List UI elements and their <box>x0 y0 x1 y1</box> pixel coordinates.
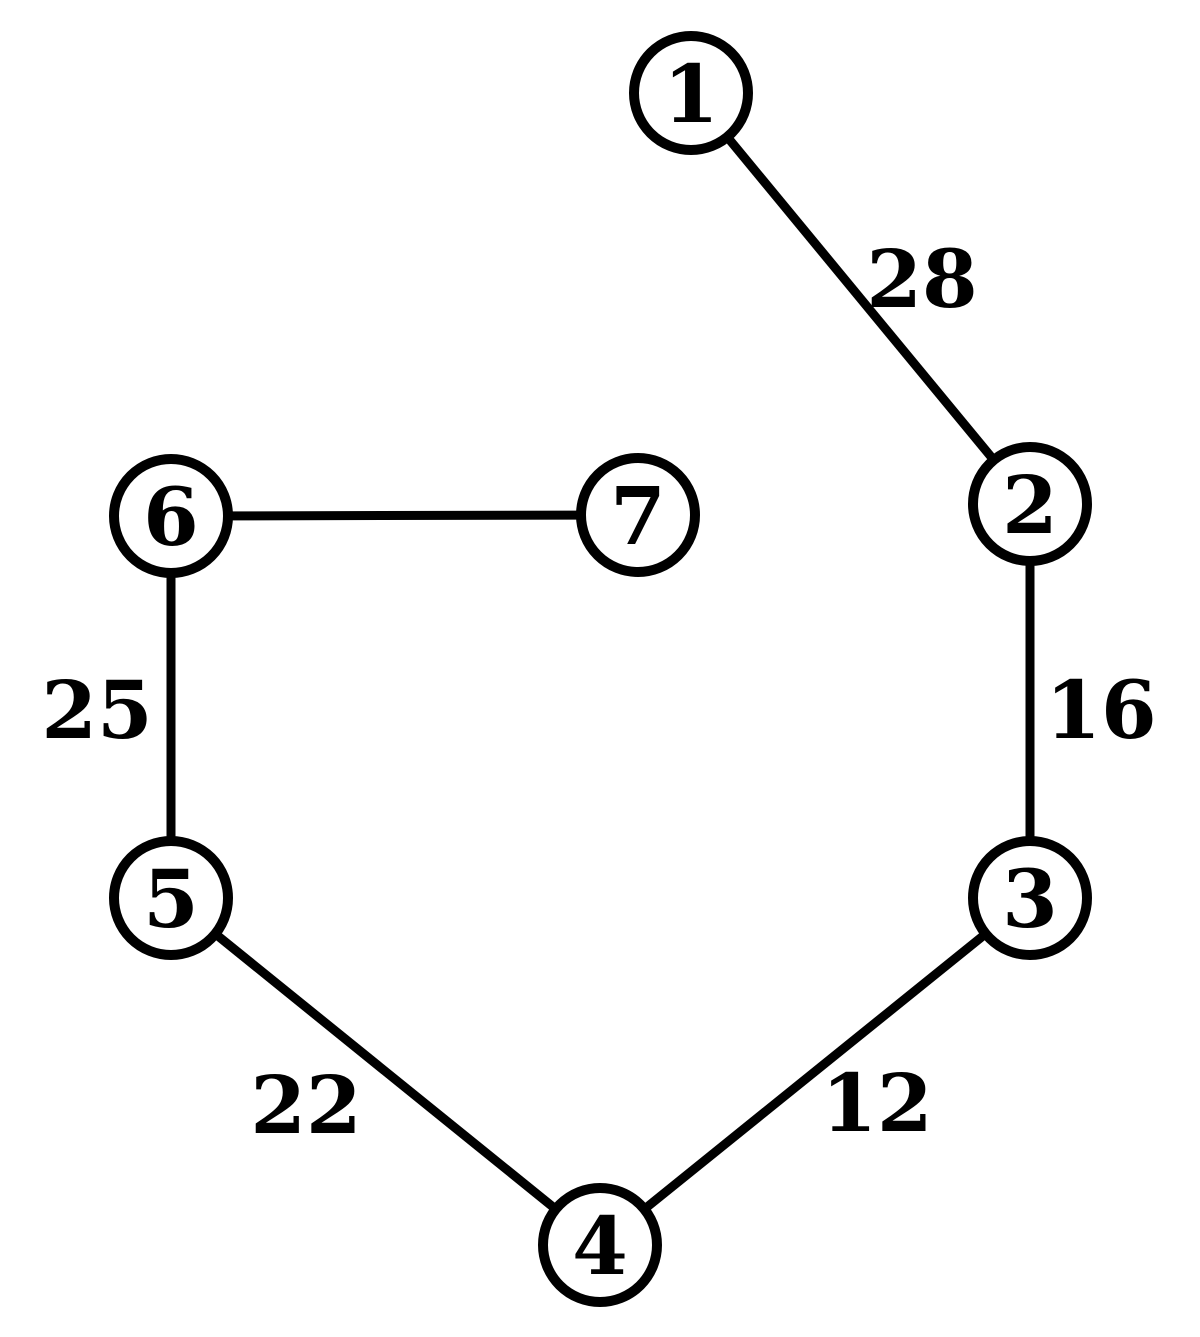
edge-4-5 <box>168 894 603 1249</box>
node-label-2: 2 <box>1002 458 1058 552</box>
edge-weight-label-2-3: 16 <box>1045 663 1156 757</box>
node-circle-6 <box>109 454 233 578</box>
node-circle-2 <box>968 442 1092 566</box>
edge-weight-label-4-5: 22 <box>250 1058 361 1152</box>
edge-weight-label-5-6: 25 <box>41 663 152 757</box>
edge-weight-label-3-4: 12 <box>821 1056 932 1150</box>
node-label-3: 3 <box>1002 852 1058 946</box>
node-circle-7 <box>576 453 700 577</box>
node-label-6: 6 <box>143 470 199 564</box>
node-label-7: 7 <box>610 469 666 563</box>
edge-3-4 <box>597 894 1033 1249</box>
node-circle-4 <box>538 1183 662 1307</box>
edge-6-7 <box>170 510 639 521</box>
node-label-4: 4 <box>572 1199 628 1293</box>
node-circle-1 <box>629 31 753 155</box>
node-label-5: 5 <box>143 852 199 946</box>
node-label-1: 1 <box>663 47 719 141</box>
edge-1-2 <box>687 90 1034 507</box>
node-circle-5 <box>109 836 233 960</box>
node-circle-3 <box>968 836 1092 960</box>
edge-weight-label-1-2: 28 <box>866 232 977 326</box>
